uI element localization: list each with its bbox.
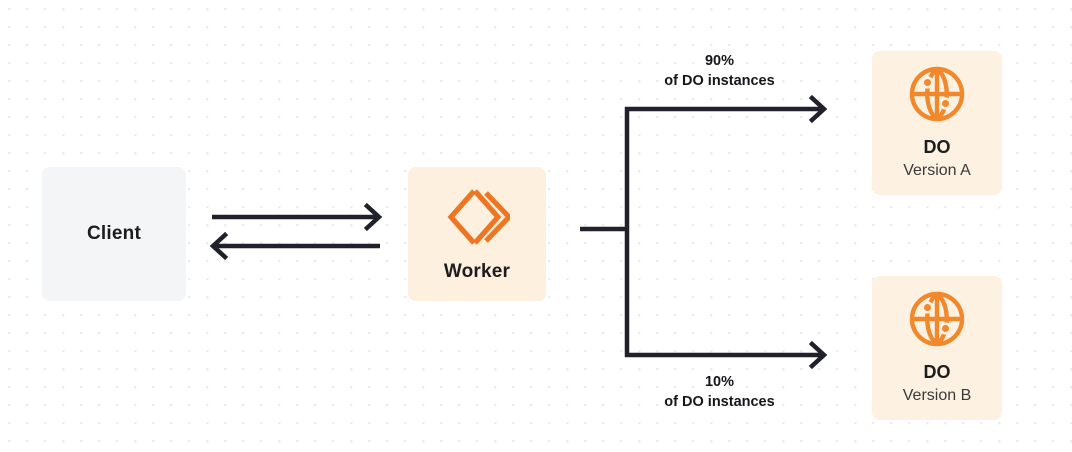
edge-label-do-a: 90% of DO instances [612,52,827,91]
node-worker-label: Worker [443,260,511,282]
edge-worker-split-trunk [580,107,630,357]
edge-label-do-b: 10% of DO instances [612,373,827,412]
node-do-b-label: DO [923,362,951,383]
node-do-version-b[interactable]: DO Version B [872,276,1002,420]
edge-label-do-a-percent: 90% [704,53,735,69]
arrow-right-icon [363,202,383,232]
node-worker[interactable]: Worker [408,167,546,301]
node-do-a-sublabel: Version A [903,162,971,180]
globe-icon [909,67,965,122]
cloudflare-workers-icon [447,188,510,245]
edge-worker-to-do-a [625,94,828,124]
node-do-version-a[interactable]: DO Version A [872,51,1002,195]
edge-client-to-worker [212,202,383,232]
arrow-left-icon [209,231,229,261]
edge-label-do-b-percent: 10% [704,374,735,390]
node-client[interactable]: Client [42,167,186,301]
node-do-b-sublabel: Version B [902,387,972,405]
edge-worker-to-do-b [625,340,828,370]
node-do-a-label: DO [923,137,951,158]
edge-label-do-b-caption: of DO instances [664,393,775,410]
edge-worker-to-client [209,231,380,261]
node-client-label: Client [87,222,141,244]
edge-label-do-a-caption: of DO instances [664,72,775,89]
arrow-right-icon [808,340,828,370]
arrow-right-icon [808,94,828,124]
globe-icon [909,292,965,347]
